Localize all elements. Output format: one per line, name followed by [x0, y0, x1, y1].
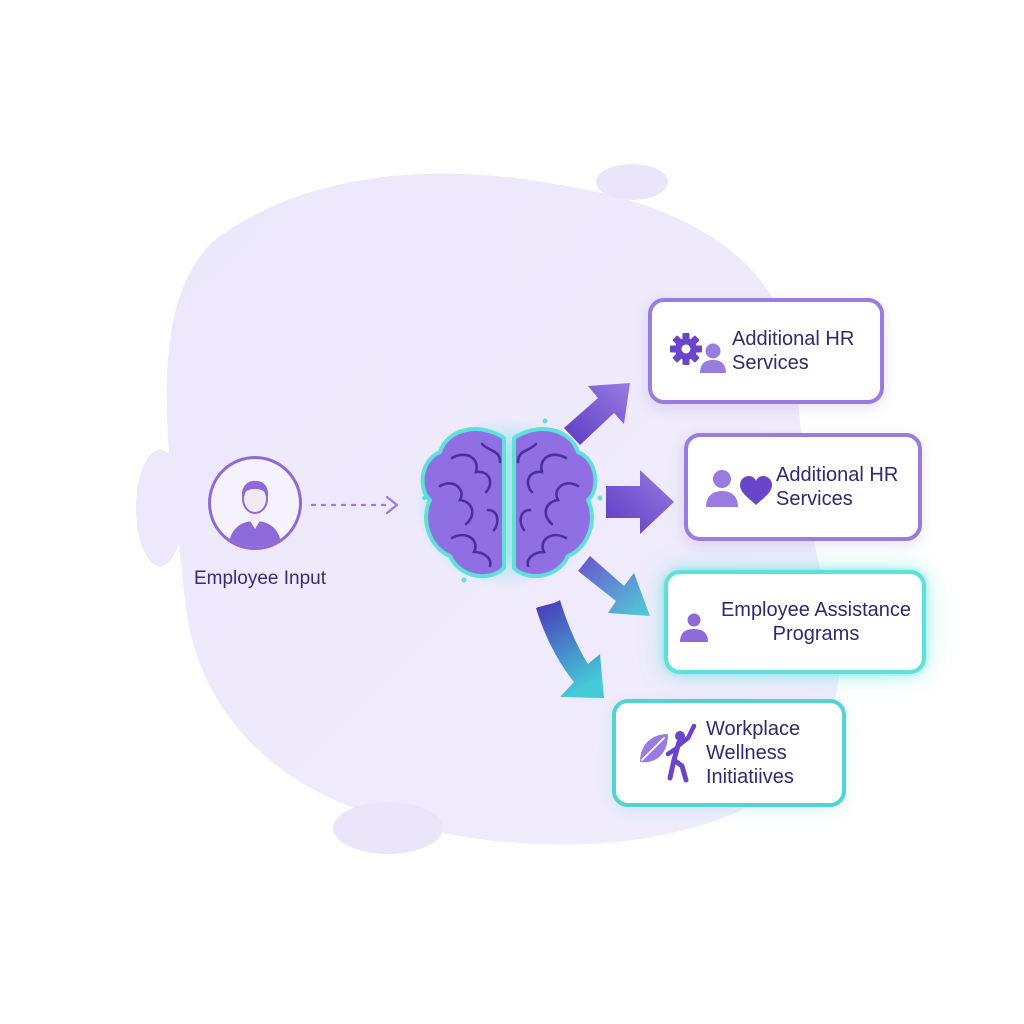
dotted-connector: [310, 495, 399, 515]
brain-icon: [414, 417, 603, 589]
person-heart-icon: [706, 470, 772, 507]
card-additional-hr-services-1[interactable]: Additional HR Services: [648, 298, 884, 404]
card-title: Additional HR Services: [776, 464, 899, 510]
employee-input-label: Employee Input: [193, 568, 327, 589]
arrow-to-card-1: [564, 383, 630, 445]
leaf-person-icon: [640, 723, 697, 783]
card-title: Employee Assistance Programs: [720, 599, 912, 645]
card-workplace-wellness-initiatives[interactable]: Workplace Wellness Initiatiives: [612, 699, 846, 807]
person-icon: [229, 480, 281, 547]
arrow-to-card-4: [536, 600, 604, 698]
employee-avatar: [208, 456, 302, 550]
arrow-to-card-2: [606, 470, 674, 534]
person-icon: [680, 613, 708, 642]
card-title: Workplace Wellness Initiatiives: [706, 718, 801, 788]
gear-person-icon: [670, 333, 726, 373]
card-additional-hr-services-2[interactable]: Additional HR Services: [684, 433, 922, 541]
arrow-to-card-3: [578, 556, 650, 616]
card-title: Additional HR Services: [732, 328, 855, 374]
card-employee-assistance-programs[interactable]: Employee Assistance Programs: [664, 570, 926, 674]
